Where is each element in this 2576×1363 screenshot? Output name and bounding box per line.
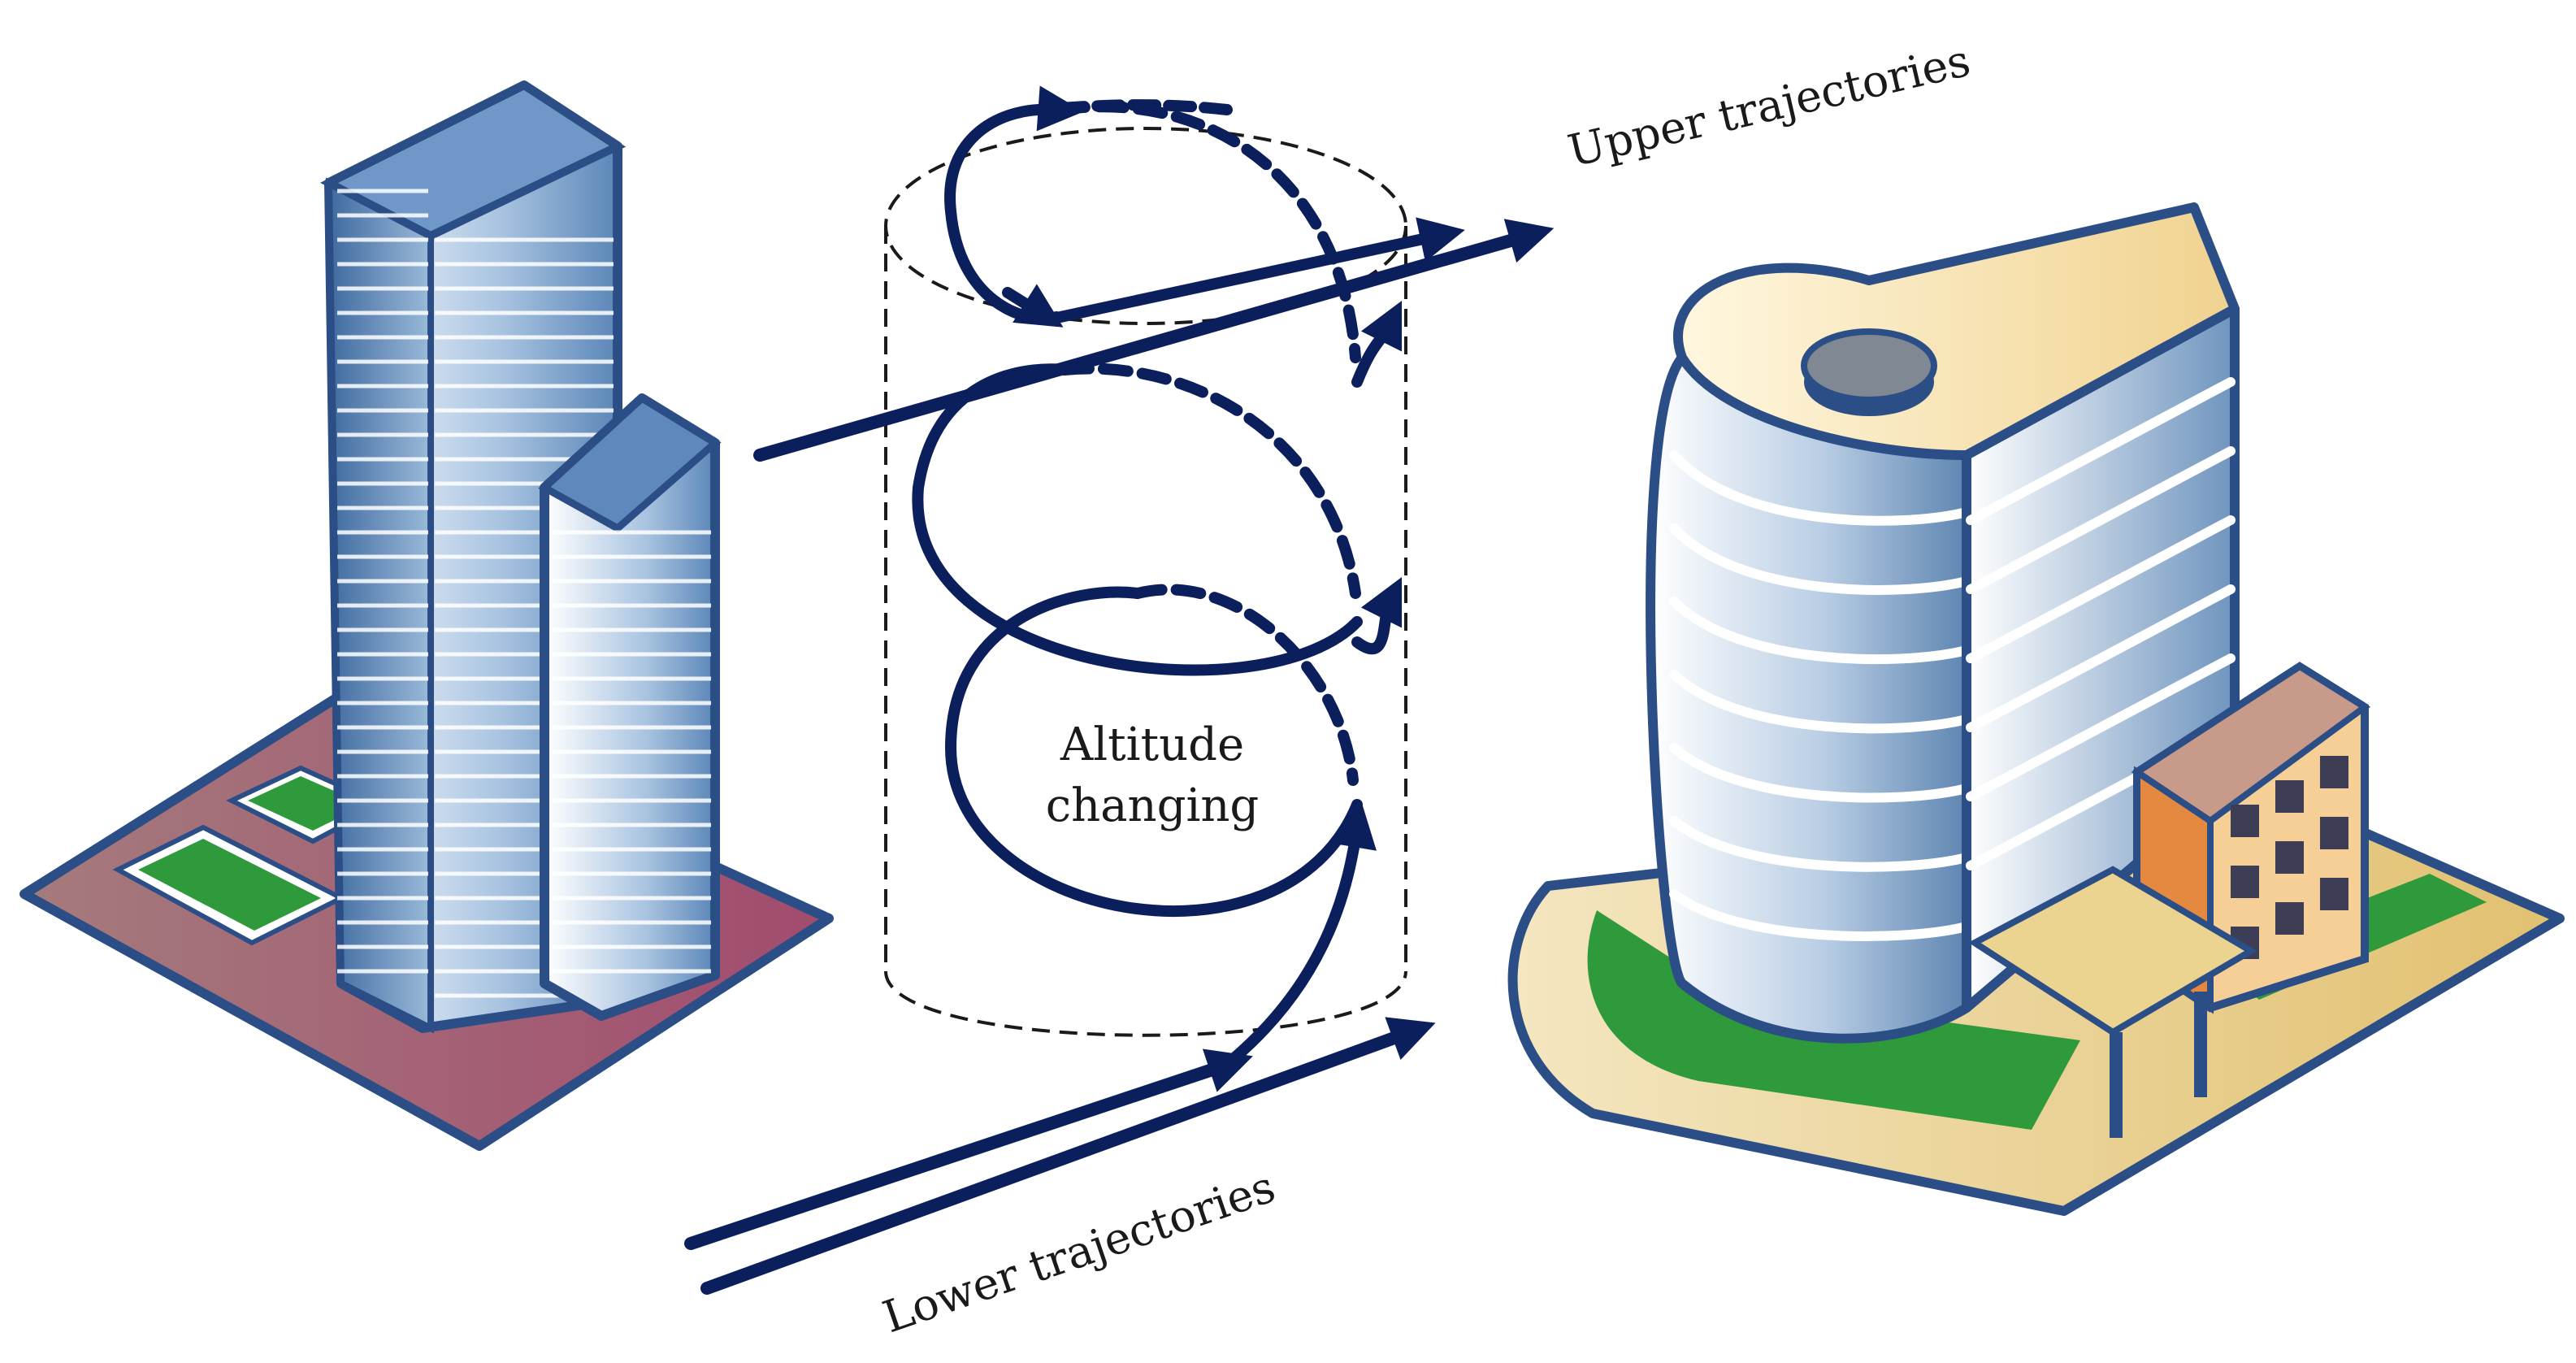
altitude-cylinder: [884, 127, 1407, 1037]
round-office-building-icon: [1507, 202, 2565, 1216]
altitude-changing-label-line1: Altitude: [1060, 718, 1244, 771]
altitude-changing-label-line2: changing: [1046, 779, 1260, 832]
lower-trajectories-label: Lower trajectories: [877, 1161, 1281, 1343]
upper-trajectories-label: Upper trajectories: [1563, 35, 1975, 177]
skyscraper-left-icon: [20, 80, 834, 1151]
trajectory-lines: [684, 85, 1555, 1295]
